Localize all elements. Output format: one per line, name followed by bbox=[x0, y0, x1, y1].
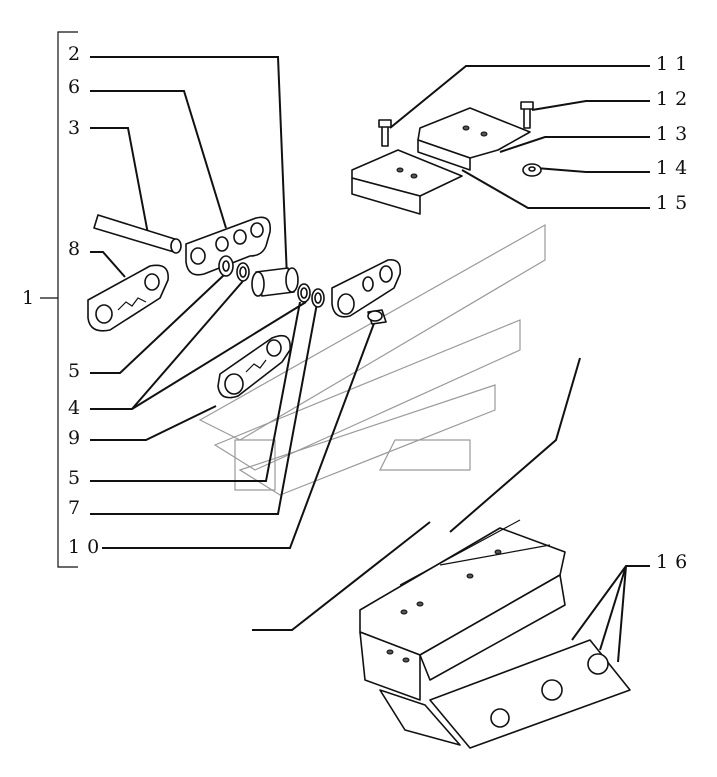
seal-ring-5a bbox=[218, 255, 234, 277]
leader-5a bbox=[90, 274, 225, 374]
link-part-left bbox=[87, 264, 169, 332]
label-16: 16 bbox=[656, 551, 694, 573]
label-6: 6 bbox=[68, 76, 87, 98]
leader-16a bbox=[571, 565, 650, 641]
leader-8 bbox=[90, 251, 126, 278]
assembled-track bbox=[359, 519, 631, 749]
group-bracket bbox=[40, 31, 78, 568]
nut-14 bbox=[522, 163, 542, 177]
connector-line-upper bbox=[449, 357, 581, 533]
watermark-logo bbox=[198, 223, 546, 496]
label-11: 11 bbox=[656, 53, 694, 75]
label-13: 13 bbox=[656, 123, 694, 145]
pin-part bbox=[93, 214, 182, 254]
seal-ring-7 bbox=[311, 288, 325, 308]
leader-10 bbox=[102, 317, 377, 549]
label-5a: 5 bbox=[68, 360, 87, 382]
leader-15 bbox=[461, 169, 650, 209]
track-shoe-upper bbox=[417, 107, 531, 171]
leader-16b bbox=[599, 565, 627, 651]
label-7: 7 bbox=[68, 497, 87, 519]
bushing-part bbox=[251, 267, 299, 297]
label-8: 8 bbox=[68, 238, 87, 260]
seal-ring-4b bbox=[297, 283, 311, 303]
leader-14 bbox=[535, 167, 650, 173]
label-10: 10 bbox=[68, 536, 106, 558]
dowel-part bbox=[367, 309, 387, 325]
link-part-lower bbox=[217, 334, 291, 399]
leader-4b bbox=[131, 301, 307, 410]
leader-9 bbox=[90, 405, 217, 441]
label-14: 14 bbox=[656, 157, 694, 179]
track-shoe-lower bbox=[351, 149, 463, 215]
label-3: 3 bbox=[68, 117, 87, 139]
bolt-11 bbox=[378, 119, 392, 147]
leader-12 bbox=[531, 100, 650, 111]
leader-13 bbox=[499, 136, 650, 153]
leader-16c bbox=[617, 565, 627, 663]
bolt-12 bbox=[520, 101, 534, 129]
label-15: 15 bbox=[656, 192, 694, 214]
link-part-right bbox=[331, 258, 402, 318]
leader-11 bbox=[389, 65, 650, 129]
label-2: 2 bbox=[68, 43, 87, 65]
label-4: 4 bbox=[68, 397, 87, 419]
label-1: 1 bbox=[22, 287, 41, 309]
label-5b: 5 bbox=[68, 467, 87, 489]
leader-5b bbox=[90, 301, 301, 482]
label-12: 12 bbox=[656, 88, 694, 110]
seal-ring-4a bbox=[236, 262, 250, 282]
leader-2 bbox=[90, 56, 288, 279]
leader-6 bbox=[90, 90, 227, 229]
leader-7 bbox=[90, 297, 319, 515]
connector-line-lower bbox=[252, 521, 431, 631]
leader-3 bbox=[90, 127, 149, 235]
link-part-upper bbox=[185, 216, 272, 276]
label-9: 9 bbox=[68, 427, 87, 449]
